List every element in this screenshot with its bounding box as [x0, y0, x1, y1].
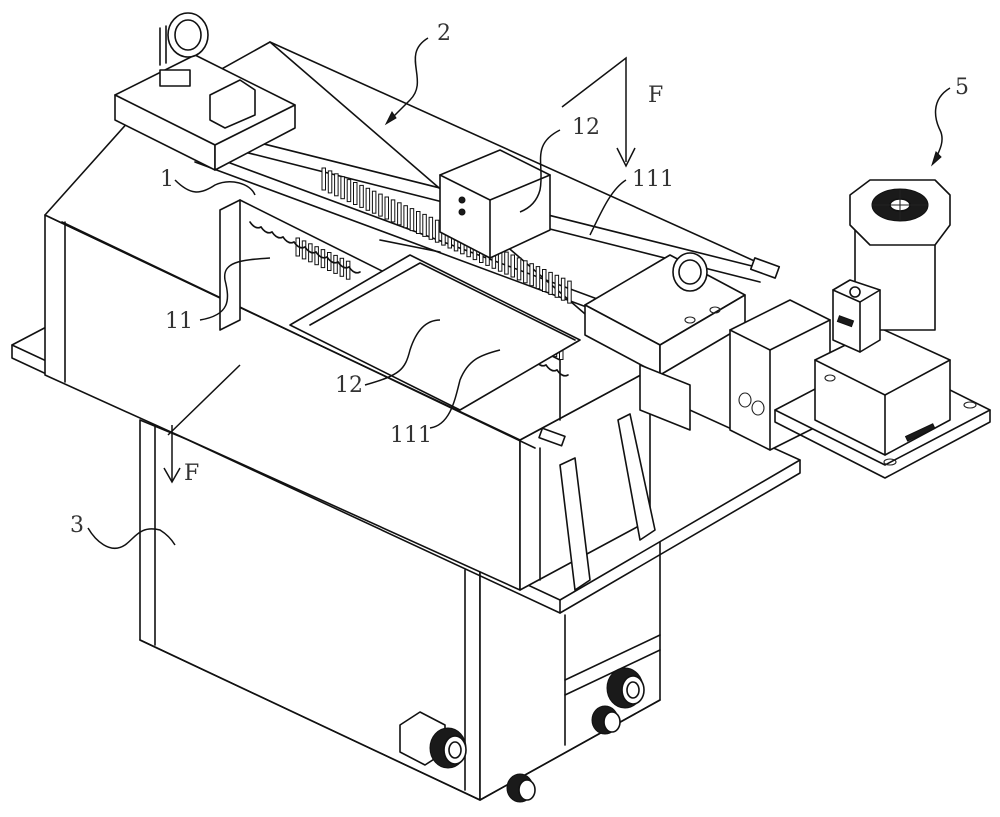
comb-tooth: [535, 266, 541, 290]
gusset-right: [617, 413, 656, 541]
label-F-bottom: F: [184, 461, 199, 486]
scallop: [304, 246, 317, 254]
label-111-top: 111: [632, 167, 674, 192]
comb-tooth: [403, 205, 408, 229]
comb-tooth: [321, 167, 326, 191]
label-12-top: 12: [572, 115, 600, 140]
label-1: 1: [160, 167, 174, 192]
knob-bottom: [506, 773, 536, 803]
comb-tooth: [333, 254, 338, 274]
comb-tooth: [345, 260, 351, 280]
comb-tooth: [523, 260, 528, 284]
comb-tooth: [314, 246, 319, 266]
scallop: [337, 261, 350, 269]
comb-tooth: [504, 251, 509, 275]
reference-labels: 2 F 12 111 5 1 11 12 111 F 3: [70, 21, 969, 538]
leader-lines: [87, 37, 951, 549]
comb-tooth: [416, 211, 421, 234]
knob-right-upper: [606, 667, 645, 709]
scallop: [556, 369, 569, 377]
scallop: [282, 236, 295, 244]
center-clamp: [439, 149, 551, 259]
comb-tooth: [378, 193, 383, 217]
comb-tooth: [390, 199, 396, 223]
comb-tooth: [516, 257, 522, 281]
scallop: [545, 364, 558, 372]
gusset-left: [559, 457, 591, 591]
comb-tooth: [560, 277, 566, 301]
comb-tooth: [320, 249, 326, 269]
scallop: [249, 221, 262, 229]
comb-tooth: [548, 271, 553, 295]
label-12-mid: 12: [335, 373, 363, 398]
scallop-row-upper: [249, 221, 361, 274]
comb-tooth: [353, 182, 358, 205]
right-carriage: [538, 252, 781, 447]
comb-tooth: [371, 190, 377, 214]
label-F-top: F: [648, 83, 663, 108]
comb-tooth: [567, 280, 572, 304]
scallop: [348, 266, 361, 274]
label-2: 2: [437, 21, 451, 46]
scallop: [260, 226, 273, 234]
scallop: [315, 251, 328, 259]
comb-tooth: [340, 176, 345, 200]
scallop: [271, 231, 284, 239]
label-5: 5: [955, 75, 969, 100]
comb-tooth: [409, 208, 415, 232]
comb-tooth: [428, 216, 434, 240]
comb-tooth: [346, 179, 352, 203]
comb-tooth: [327, 170, 333, 194]
motor-unit: [774, 179, 991, 479]
comb-tooth: [422, 213, 427, 237]
comb-tooth: [334, 173, 339, 197]
comb-row-upper: [321, 167, 572, 304]
comb-tooth: [301, 240, 307, 260]
label-111-mid: 111: [390, 423, 432, 448]
label-11: 11: [165, 309, 193, 334]
knob-left: [399, 711, 467, 769]
knob-right-lower: [591, 705, 621, 735]
comb-tooth: [529, 263, 534, 287]
top-left-bracket: [114, 12, 296, 171]
comb-tooth: [384, 196, 389, 220]
comb-tooth: [434, 219, 440, 243]
comb-tooth: [365, 187, 371, 211]
comb-tooth: [554, 274, 560, 298]
comb-tooth: [542, 269, 547, 292]
comb-tooth: [510, 254, 515, 278]
comb-tooth: [359, 184, 364, 208]
scallop: [326, 256, 339, 264]
scallop: [293, 241, 306, 249]
comb-tooth: [397, 202, 402, 226]
label-3: 3: [70, 513, 84, 538]
